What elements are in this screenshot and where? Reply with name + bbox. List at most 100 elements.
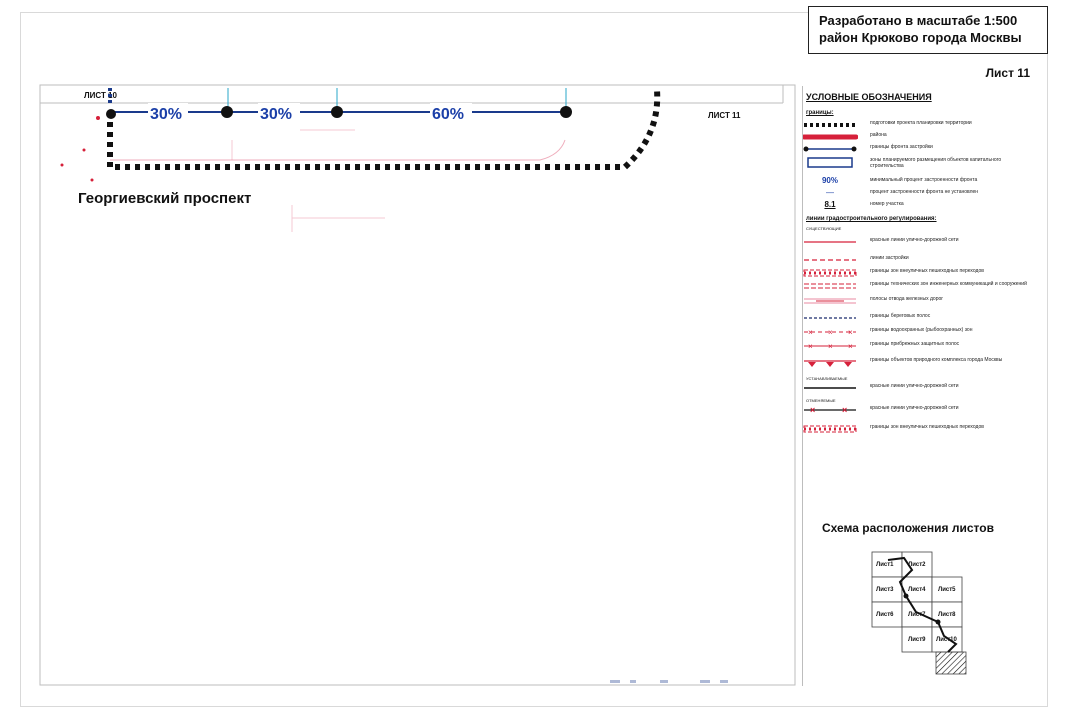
legend-item: 8.1 номер участка [802, 200, 1034, 212]
red-cross-dashed-symbol: × × × [804, 328, 856, 337]
sheet-number: Лист 11 [985, 66, 1030, 80]
legend-item: 90% минимальный процент застроенности фр… [802, 176, 1034, 188]
scheme-cell-label: Лист6 [876, 612, 894, 618]
legend-item-label: границы объектов природного комплекса го… [870, 357, 1003, 363]
legend-item: ×× красные линии улично-дорожной сети [802, 404, 1034, 416]
legend-item: зоны планируемого размещения объектов ка… [802, 156, 1034, 170]
legend-item-label: границы технических зон инженерных комму… [870, 281, 1027, 287]
svg-text:×: × [828, 328, 833, 337]
legend-item: × × × границы водоохранных (рыбоохранных) … [802, 326, 1034, 338]
legend-item-label: границы зон внеуличных пешеходных перехо… [870, 268, 984, 274]
scheme-cell-label: Лист2 [908, 562, 926, 568]
pink-double-symbol [804, 298, 856, 304]
legend-item-label: линии застройки [870, 255, 909, 261]
svg-text:×: × [842, 405, 847, 415]
title-block: Разработано в масштабе 1:500 район Крюко… [808, 6, 1048, 54]
scheme-cell-label: Лист1 [876, 562, 894, 568]
svg-text:×: × [828, 342, 833, 351]
legend-item-label: границы водоохранных (рыбоохранных) зон [870, 327, 973, 333]
blue-rectangle-symbol [807, 157, 853, 168]
svg-text:×: × [810, 405, 815, 415]
legend-item-label: процент застроенности фронта не установл… [870, 189, 979, 195]
legend-section-boundaries: границы: [806, 110, 834, 116]
scheme-cell-label: Лист5 [938, 587, 956, 593]
legend-tag-cancelled: ОТМЕНЯЕМЫЕ [806, 398, 836, 403]
legend-item-label: зоны планируемого размещения объектов ка… [870, 157, 1002, 169]
red-thick-line-symbol [802, 134, 858, 140]
frontage-percent-label: 30% [150, 106, 182, 123]
navy-dashed-symbol [804, 317, 856, 319]
legend-item: красные линии улично-дорожной сети [802, 382, 1034, 394]
scheme-cell-label: Лист9 [908, 637, 926, 643]
legend-item-label: минимальный процент застроенности фронта [870, 177, 978, 183]
legend-item: линии застройки [802, 254, 1034, 266]
street-name-label: Георгиевский проспект [78, 190, 252, 207]
black-line-symbol [804, 387, 856, 389]
frontage-line-symbol [803, 146, 857, 152]
legend-item-label: подготовки проекта планировки территории [870, 120, 972, 126]
legend-tag-existing: СУЩЕСТВУЮЩИЕ [806, 226, 842, 231]
red-triangles-symbol [804, 360, 856, 367]
legend-item: границы зон внеуличных пешеходных перехо… [802, 267, 1034, 279]
frontage-node-3 [331, 106, 343, 118]
red-line-symbol [804, 241, 856, 243]
percent-symbol: 90% [821, 176, 838, 185]
legend-item-label: красные линии улично-дорожной сети [870, 237, 959, 243]
legend-section-regulation: линии градостроительного регулирования: [806, 216, 937, 222]
legend-item-label: номер участка [870, 201, 904, 207]
red-hatched-symbol [803, 425, 857, 433]
legend-panel: УСЛОВНЫЕ ОБОЗНАЧЕНИЯ границы: подготовки… [802, 86, 1034, 686]
sheet-frame [20, 12, 1048, 707]
legend-item: — процент застроенности фронта не устано… [802, 188, 1034, 200]
dash-symbol: — [826, 188, 834, 197]
frontage-node-4 [560, 106, 572, 118]
red-cross-line-symbol: × × × [804, 342, 856, 351]
sheet-label-11: ЛИСТ 11 [708, 111, 741, 120]
legend-item-label: района [870, 132, 887, 138]
legend-item-label: красные линии улично-дорожной сети [870, 405, 959, 411]
scheme-cell-label: Лист10 [936, 637, 958, 643]
legend-item: границы фронта застройки [802, 143, 1034, 155]
legend-item: границы объектов природного комплекса го… [802, 356, 1034, 370]
legend-item: границы береговых полос [802, 312, 1034, 324]
red-hatched-symbol [803, 269, 857, 277]
inner-pink-line [110, 139, 566, 161]
svg-text:×: × [848, 328, 853, 337]
project-boundary-dotted [107, 89, 661, 170]
legend-title: УСЛОВНЫЕ ОБОЗНАЧЕНИЯ [806, 92, 932, 102]
legend-item: района [802, 131, 1034, 143]
sheet-scheme: Лист1 Лист2 Лист3 Лист4 Лист5 Лист6 Лист… [871, 551, 967, 675]
svg-text:×: × [808, 342, 813, 351]
legend-item-label: границы зон внеуличных пешеходных перехо… [870, 424, 984, 430]
title-scale-line: Разработано в масштабе 1:500 [819, 13, 1018, 28]
sheet-label-10: ЛИСТ 10 [84, 91, 118, 100]
red-double-dashed-symbol [804, 283, 856, 289]
scheme-cell-label: Лист4 [908, 587, 926, 593]
frontage-node-2 [221, 106, 233, 118]
title-district-line: район Крюково города Москвы [819, 30, 1022, 45]
frontage-percent-label: 30% [260, 106, 292, 123]
legend-item: границы технических зон инженерных комму… [802, 280, 1034, 292]
legend-item-label: полосы отвода железных дорог [870, 296, 944, 302]
black-crossed-symbol: ×× [804, 405, 856, 415]
legend-item-label: границы береговых полос [870, 313, 931, 319]
bottom-faint-marks [610, 680, 728, 683]
scheme-cell-label: Лист3 [876, 587, 894, 593]
scheme-route-line [887, 556, 958, 653]
legend-tag-established: УСТАНАВЛИВАЕМЫЕ [806, 376, 848, 381]
frontage-node-1 [106, 109, 116, 119]
plot-number-symbol: 8.1 [824, 200, 836, 209]
legend-item: ××× границы прибрежных защитных полос [802, 340, 1034, 352]
legend-divider [802, 86, 803, 686]
faded-annotations [231, 129, 385, 232]
legend-item: границы зон внеуличных пешеходных перехо… [802, 423, 1034, 435]
svg-text:×: × [808, 328, 813, 337]
scheme-cell-label: Лист8 [938, 612, 956, 618]
map-frame [39, 84, 796, 686]
scheme-cell-label: Лист7 [908, 612, 926, 618]
svg-text:×: × [848, 342, 853, 351]
sheet-scheme-title: Схема расположения листов [822, 521, 994, 535]
legend-item: подготовки проекта планировки территории [802, 119, 1034, 131]
dotted-boundary-symbol [804, 123, 856, 127]
map-canvas: 30% 30% 60% ЛИСТ 10 ЛИСТ 11 [39, 84, 796, 686]
